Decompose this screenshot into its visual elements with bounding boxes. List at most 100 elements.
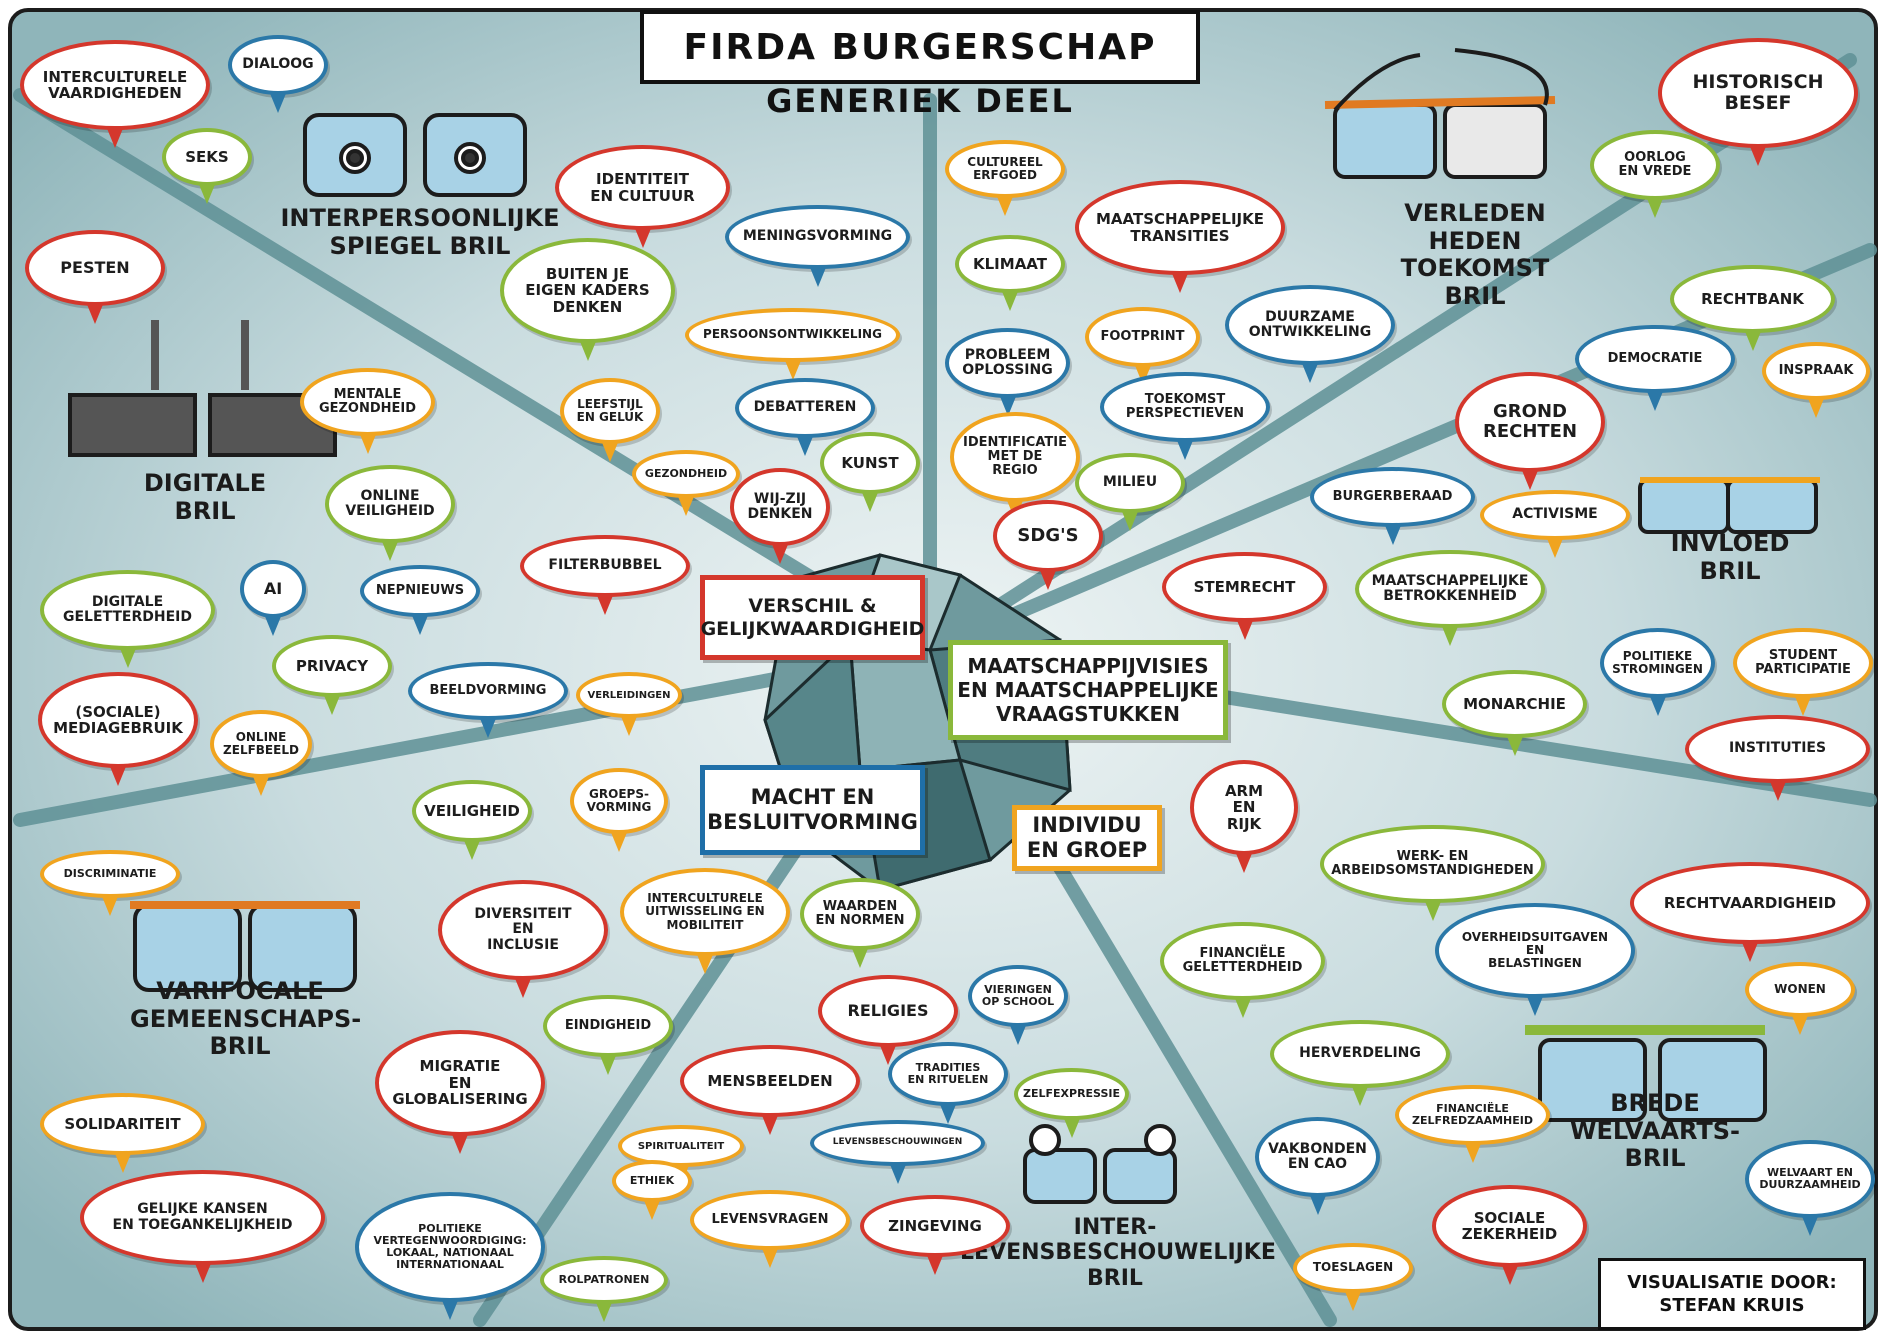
topic-bubble-b73: ZELFEXPRESSIE <box>1014 1068 1129 1138</box>
lens-label-varifocale: VARIFOCALE GEMEENSCHAPS- BRIL <box>130 977 362 1061</box>
topic-bubble-b39: INSPRAAK <box>1762 342 1870 418</box>
topic-bubble-b49: ARM EN RIJK <box>1190 760 1298 873</box>
topic-bubble-b43: STEMRECHT <box>1162 552 1327 640</box>
topic-bubble-b29: FOOTPRINT <box>1085 307 1200 385</box>
lens-label-verleden: VERLEDEN HEDEN TOEKOMST BRIL <box>1400 199 1550 310</box>
topic-bubble-b21: BEELDVORMING <box>408 662 568 738</box>
topic-bubble-b55: HERVERDELING <box>1270 1020 1450 1106</box>
lens-label-invloed: INVLOED BRIL <box>1670 529 1790 585</box>
topic-bubble-b52: OVERHEIDSUITGAVEN EN BELASTINGEN <box>1435 903 1635 1016</box>
credit-box: VISUALISATIE DOOR: STEFAN KRUIS <box>1598 1258 1866 1330</box>
invloed-glasses-icon <box>1638 477 1820 534</box>
topic-bubble-b76: LEVENSBESCHOUWINGEN <box>810 1120 985 1184</box>
topic-bubble-b06: MENINGSVORMING <box>725 205 910 287</box>
topic-bubble-b48: INSTITUTIES <box>1685 715 1870 801</box>
topic-bubble-b80: LEVENSVRAGEN <box>690 1190 850 1268</box>
topic-bubble-b61: DISCRIMINATIE <box>40 850 180 916</box>
theme-box-verschil: VERSCHIL & GELIJKWAARDIGHEID <box>700 575 925 660</box>
topic-bubble-b13: GEZONDHEID <box>632 450 740 516</box>
brede-glasses-icon <box>1525 1025 1767 1122</box>
topic-bubble-b03: SEKS <box>162 128 252 204</box>
varifocale-glasses-icon <box>130 901 360 992</box>
topic-bubble-b28: DUURZAME ONTWIKKELING <box>1225 285 1395 383</box>
topic-bubble-b01: INTERCULTURELE VAARDIGHEDEN <box>20 40 210 148</box>
topic-bubble-b36: OORLOG EN VREDE <box>1590 130 1720 218</box>
topic-bubble-b10: LEEFSTIJL EN GELUK <box>560 378 660 462</box>
topic-bubble-b77: ETHIEK <box>612 1160 692 1220</box>
topic-bubble-b41: BURGERBERAAD <box>1310 467 1475 545</box>
topic-bubble-b17: DIGITALE GELETTERDHEID <box>40 570 215 668</box>
topic-bubble-b02: DIALOOG <box>228 35 328 113</box>
topic-bubble-b64: DIVERSITEIT EN INCLUSIE <box>438 880 608 998</box>
topic-bubble-b78: GELIJKE KANSEN EN TOEGANKELIJKHEID <box>80 1170 325 1283</box>
topic-bubble-b25: CULTUREEL ERFGOED <box>945 140 1065 216</box>
topic-bubble-b22: VERLEIDINGEN <box>576 672 682 736</box>
topic-bubble-b30: PROBLEEM OPLOSSING <box>945 328 1070 416</box>
topic-bubble-b46: STUDENT PARTICIPATIE <box>1733 628 1873 716</box>
topic-bubble-b18: AI <box>240 560 306 636</box>
interpersoonlijke-glasses-icon <box>303 113 527 197</box>
topic-bubble-b67: EINDIGHEID <box>543 995 673 1075</box>
topic-bubble-b31: TOEKOMST PERSPECTIEVEN <box>1100 372 1270 460</box>
topic-bubble-b04: PESTEN <box>25 230 165 324</box>
topic-bubble-b19: NEPNIEUWS <box>360 565 480 635</box>
topic-bubble-b14: WIJ-ZIJ DENKEN <box>730 468 830 564</box>
topic-bubble-b35: HISTORISCH BESEF <box>1658 38 1858 166</box>
topic-bubble-b11: DEBATTEREN <box>735 378 875 456</box>
topic-bubble-b50: WERK- EN ARBEIDSOMSTANDIGHEDEN <box>1320 825 1545 921</box>
lens-label-digitale: DIGITALE BRIL <box>143 469 267 525</box>
topic-bubble-b32: IDENTIFICATIE MET DE REGIO <box>950 412 1080 520</box>
topic-bubble-b44: MAATSCHAPPELIJKE BETROKKENHEID <box>1355 550 1545 646</box>
topic-bubble-b69: VIERINGEN OP SCHOOL <box>968 965 1068 1045</box>
topic-bubble-b33: MILIEU <box>1075 453 1185 531</box>
theme-box-maatschappij: MAATSCHAPPIJVISIES EN MAATSCHAPPELIJKE V… <box>948 640 1228 740</box>
topic-bubble-b59: SOCIALE ZEKERHEID <box>1432 1185 1587 1285</box>
topic-bubble-b72: TRADITIES EN RITUELEN <box>888 1042 1008 1124</box>
topic-bubble-b70: MIGRATIE EN GLOBALISERING <box>375 1030 545 1154</box>
topic-bubble-b54: WONEN <box>1745 962 1855 1035</box>
topic-bubble-b58: WELVAART EN DUURZAAMHEID <box>1745 1140 1875 1236</box>
topic-bubble-b05: IDENTITEIT EN CULTUUR <box>555 145 730 248</box>
subtitle: GENERIEK DEEL <box>766 82 1074 120</box>
topic-bubble-b51: RECHTVAARDIGHEID <box>1630 862 1870 962</box>
topic-bubble-b74: SOLIDARITEIT <box>40 1093 205 1173</box>
topic-bubble-b40: GROND RECHTEN <box>1455 372 1605 490</box>
verleden-glasses-icon <box>1324 48 1556 179</box>
topic-bubble-b62: VEILIGHEID <box>412 780 532 860</box>
title-banner: FIRDA BURGERSCHAP <box>640 10 1200 84</box>
topic-bubble-b09: MENTALE GEZONDHEID <box>300 368 435 454</box>
topic-bubble-b38: DEMOCRATIE <box>1575 325 1735 411</box>
topic-bubble-b66: WAARDEN EN NORMEN <box>800 878 920 968</box>
topic-bubble-b45: POLITIEKE STROMINGEN <box>1600 628 1715 716</box>
topic-bubble-b26: MAATSCHAPPELIJKE TRANSITIES <box>1075 180 1285 293</box>
topic-bubble-b12: KUNST <box>820 432 920 512</box>
topic-bubble-b68: RELIGIES <box>818 975 958 1065</box>
lens-label-interpersoonlijke: INTERPERSOONLIJKE SPIEGEL BRIL <box>280 204 560 260</box>
topic-bubble-b60: TOESLAGEN <box>1293 1243 1413 1311</box>
theme-box-individu: INDIVIDU EN GROEP <box>1012 805 1162 871</box>
lens-label-inter: INTER- LEVENSBESCHOUWELIJKE BRIL <box>960 1215 1276 1291</box>
topic-bubble-b20: PRIVACY <box>272 635 392 715</box>
topic-bubble-b79: POLITIEKE VERTEGENWOORDIGING: LOKAAL, NA… <box>355 1192 545 1320</box>
topic-bubble-b56: FINANCIËLE ZELFREDZAAMHEID <box>1395 1085 1550 1163</box>
topic-bubble-b08: PERSOONSONTWIKKELING <box>685 308 900 380</box>
inter-glasses-icon <box>1023 1124 1177 1204</box>
topic-bubble-b65: INTERCULTURELE UITWISSELING EN MOBILITEI… <box>620 868 790 974</box>
topic-bubble-b23: (SOCIALE) MEDIAGEBRUIK <box>38 672 198 786</box>
topic-bubble-b16: FILTERBUBBEL <box>520 535 690 615</box>
topic-bubble-b42: ACTIVISME <box>1480 490 1630 558</box>
topic-bubble-b37: RECHTBANK <box>1670 265 1835 351</box>
topic-bubble-b24: ONLINE ZELFBEELD <box>210 710 312 796</box>
topic-bubble-b07: BUITEN JE EIGEN KADERS DENKEN <box>500 238 675 361</box>
topic-bubble-b47: MONARCHIE <box>1442 670 1587 756</box>
topic-bubble-b63: GROEPS- VORMING <box>570 768 668 852</box>
topic-bubble-b27: KLIMAAT <box>955 235 1065 311</box>
lens-label-brede: BREDE WELVAARTS- BRIL <box>1570 1089 1740 1173</box>
topic-bubble-b57: VAKBONDEN EN CAO <box>1255 1117 1380 1215</box>
topic-bubble-b81: ZINGEVING <box>860 1195 1010 1275</box>
theme-box-macht: MACHT EN BESLUITVORMING <box>700 765 925 855</box>
topic-bubble-b15: ONLINE VEILIGHEID <box>325 465 455 561</box>
topic-bubble-b82: ROLPATRONEN <box>540 1256 668 1322</box>
topic-bubble-b53: FINANCIËLE GELETTERDHEID <box>1160 922 1325 1018</box>
